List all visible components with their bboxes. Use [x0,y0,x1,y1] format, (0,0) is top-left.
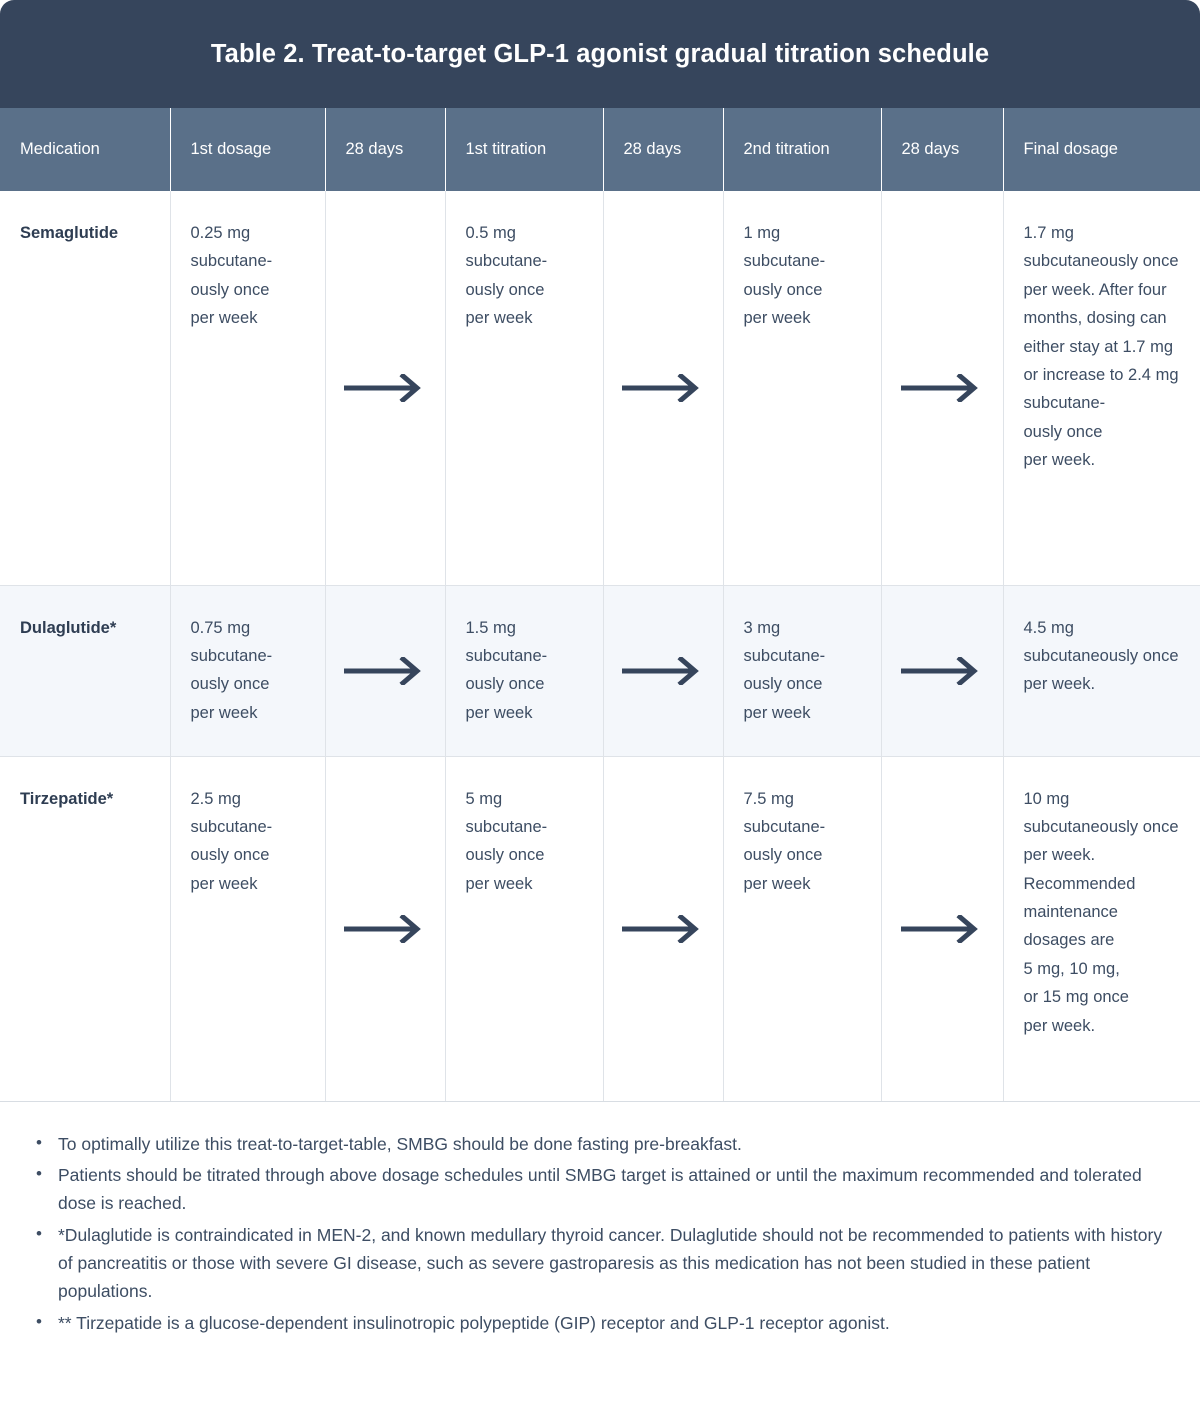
final-dosage-cell: 4.5 mg subcutaneously once per week. [1003,585,1200,757]
right-arrow-icon [326,656,445,685]
list-item: To optimally utilize this treat-to-targe… [36,1128,1164,1158]
second-titration-cell: 7.5 mg subcutane- ously once per week [723,756,882,1102]
dose-text: 5 mg subcutane- ously once per week [465,789,548,893]
column-header-interval-1: 28 days [325,108,446,191]
final-dose-primary: 4.5 mg subcutaneously once per week. [1023,618,1179,694]
table-body: Semaglutide 0.25 mg subcutane- ously onc… [0,191,1200,1102]
page-title: Table 2. Treat-to-target GLP-1 agonist g… [210,39,990,68]
header-row: Medication 1st dosage 28 days 1st titrat… [0,108,1200,191]
dose-text: 1 mg subcutane- ously once per week [743,224,826,328]
right-arrow-icon [882,914,1003,943]
second-titration-cell: 1 mg subcutane- ously once per week [723,191,882,586]
first-titration-cell: 5 mg subcutane- ously once per week [445,756,604,1102]
right-arrow-icon [604,373,723,402]
titration-schedule-table: Medication 1st dosage 28 days 1st titrat… [0,108,1200,1102]
dose-text: 0.5 mg subcutane- ously once per week [465,224,548,328]
first-titration-cell: 1.5 mg subcutane- ously once per week [445,585,604,757]
interval-arrow-cell-2 [603,585,724,757]
final-dose-note: After four months, dosing can either sta… [1023,280,1179,469]
dose-text: 0.75 mg subcutane- ously once per week [190,618,273,722]
final-dose-primary: 1.7 mg subcutaneously once per week. [1023,224,1179,299]
interval-arrow-cell-3 [881,191,1004,586]
list-item: ** Tirzepatide is a glucose-dependent in… [36,1308,1164,1337]
column-header-final-dosage: Final dosage [1003,108,1200,191]
interval-arrow-cell-2 [603,756,724,1102]
table-title-bar: Table 2. Treat-to-target GLP-1 agonist g… [0,0,1200,108]
interval-arrow-cell-1 [325,191,446,586]
first-dosage-cell: 2.5 mg subcutane- ously once per week [170,756,326,1102]
interval-arrow-cell-3 [881,756,1004,1102]
column-header-second-titration: 2nd titration [723,108,882,191]
first-dosage-cell: 0.25 mg subcutane- ously once per week [170,191,326,586]
dose-text: 7.5 mg subcutane- ously once per week [743,789,826,893]
right-arrow-icon [326,914,445,943]
interval-arrow-cell-1 [325,756,446,1102]
footnote-list: To optimally utilize this treat-to-targe… [36,1128,1164,1337]
dose-text: 2.5 mg subcutane- ously once per week [190,789,273,893]
interval-arrow-cell-2 [603,191,724,586]
dose-text: 0.25 mg subcutane- ously once per week [190,224,273,328]
footnotes-section: To optimally utilize this treat-to-targe… [0,1102,1200,1337]
right-arrow-icon [882,373,1003,402]
column-header-interval-3: 28 days [881,108,1004,191]
second-titration-cell: 3 mg subcutane- ously once per week [723,585,882,757]
first-dosage-cell: 0.75 mg subcutane- ously once per week [170,585,326,757]
medication-name: Semaglutide [0,191,171,586]
final-dosage-cell: 1.7 mg subcutaneously once per week. Aft… [1003,191,1200,586]
table-row: Tirzepatide* 2.5 mg subcutane- ously onc… [0,756,1200,1102]
right-arrow-icon [604,656,723,685]
column-header-first-titration: 1st titration [445,108,604,191]
table-row: Dulaglutide* 0.75 mg subcutane- ously on… [0,585,1200,757]
interval-arrow-cell-3 [881,585,1004,757]
medication-name: Tirzepatide* [0,756,171,1102]
interval-arrow-cell-1 [325,585,446,757]
right-arrow-icon [326,373,445,402]
column-header-interval-2: 28 days [603,108,724,191]
final-dose-primary: 10 mg subcutaneously once per week. [1023,789,1179,865]
list-item: Patients should be titrated through abov… [36,1160,1164,1218]
table-header: Medication 1st dosage 28 days 1st titrat… [0,108,1200,191]
column-header-first-dosage: 1st dosage [170,108,326,191]
right-arrow-icon [882,656,1003,685]
first-titration-cell: 0.5 mg subcutane- ously once per week [445,191,604,586]
medication-name: Dulaglutide* [0,585,171,757]
final-dose-note: Recommended maintenance dosages are 5 mg… [1023,874,1136,1035]
final-dosage-cell: 10 mg subcutaneously once per week. Reco… [1003,756,1200,1102]
dose-text: 1.5 mg subcutane- ously once per week [465,618,548,722]
table-row: Semaglutide 0.25 mg subcutane- ously onc… [0,191,1200,586]
column-header-medication: Medication [0,108,171,191]
dose-text: 3 mg subcutane- ously once per week [743,618,826,722]
list-item: *Dulaglutide is contraindicated in MEN-2… [36,1220,1164,1306]
right-arrow-icon [604,914,723,943]
